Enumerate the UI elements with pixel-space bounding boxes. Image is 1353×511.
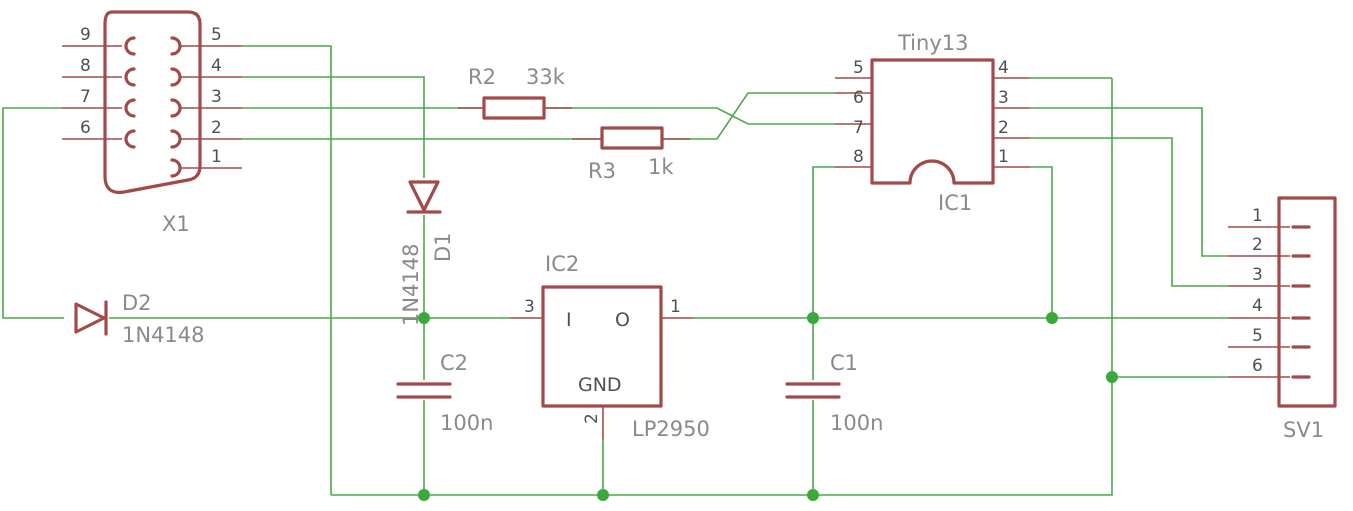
ic2-pin-number: 3	[524, 297, 535, 317]
x1-pin-number: 4	[211, 56, 222, 76]
capacitor-c1: C1 100n	[785, 351, 883, 435]
ic1-pin-number: 1	[998, 147, 1009, 167]
ic2-name: IC2	[545, 252, 579, 276]
ic2-input-label: I	[566, 309, 572, 331]
diode-d2: D2 1N4148	[74, 291, 205, 347]
r2-body	[482, 96, 546, 120]
wire-x1-pin4-d1	[242, 76, 425, 178]
d2-triangle	[74, 302, 106, 334]
x1-pin-number: 5	[211, 25, 222, 45]
resistor-r3: R3 1k	[572, 126, 690, 183]
x1-pin-number: 2	[211, 118, 222, 138]
junction-dot	[807, 489, 819, 501]
x1-pin-number: 7	[80, 87, 91, 107]
x1-socket	[124, 98, 136, 118]
ic1-body	[870, 58, 995, 185]
x1-pin-number: 1	[211, 147, 222, 167]
ic2-value: LP2950	[632, 417, 710, 441]
x1-pin-number: 9	[80, 25, 91, 45]
x1-pin-number: 8	[80, 56, 91, 76]
ic1-name: IC1	[938, 191, 972, 215]
ic2-pin-number: 2	[582, 413, 602, 424]
wires	[2, 45, 1228, 496]
ic2-output-label: O	[615, 309, 630, 331]
wire-ic1-pin1	[1030, 166, 1053, 318]
d1-name: D1	[431, 232, 455, 262]
sv1-pin-number: 1	[1252, 206, 1263, 226]
ic2-body	[541, 285, 663, 408]
sv1-pin-number: 4	[1252, 296, 1263, 316]
ic2-pin-number: 1	[670, 297, 681, 317]
connector-x1: 9 8 7 6 5 4 3 2 1 X1	[62, 10, 242, 236]
wire-x1-pin7-d2	[2, 107, 64, 319]
r3-body	[600, 126, 664, 150]
ic1-pin-number: 2	[998, 118, 1009, 138]
wire-ic1-pin2-sv1	[1030, 137, 1228, 287]
x1-socket	[170, 36, 182, 56]
header-sv1: 1 2 3 4 5 6 SV1	[1228, 196, 1337, 442]
x1-socket	[170, 129, 182, 149]
ic2-lp2950: I O GND 3 1 2 IC2 LP2950	[510, 252, 710, 441]
ic2-gnd-label: GND	[578, 374, 622, 396]
ic1-value: Tiny13	[897, 31, 968, 55]
junction-dot	[418, 312, 430, 324]
wire-r2-ic1-pin7	[545, 107, 835, 125]
junction-dot	[1106, 371, 1118, 383]
r2-value: 33k	[526, 65, 566, 89]
x1-socket	[124, 67, 136, 87]
c1-value: 100n	[830, 411, 883, 435]
ic1-pin-number: 7	[853, 118, 864, 138]
r3-value: 1k	[648, 155, 674, 179]
junction-dot	[1046, 312, 1058, 324]
sv1-pin-number: 6	[1252, 356, 1263, 376]
sv1-pin-number: 3	[1252, 265, 1263, 285]
x1-socket	[124, 36, 136, 56]
c2-value: 100n	[440, 411, 493, 435]
sv1-pin-number: 5	[1252, 326, 1263, 346]
ic1-pin-number: 6	[853, 88, 864, 108]
wire-ic1-pin8-vcc	[812, 166, 835, 318]
junction-dot	[807, 312, 819, 324]
sv1-name: SV1	[1283, 418, 1324, 442]
junctions	[418, 312, 1118, 501]
capacitor-c2: C2 100n	[396, 351, 493, 435]
sv1-body	[1277, 196, 1337, 408]
wire-ic1-pin3-sv1	[1030, 107, 1228, 257]
c1-name: C1	[830, 351, 858, 375]
r2-name: R2	[468, 65, 496, 89]
x1-pin-number: 6	[80, 118, 91, 138]
x1-socket	[170, 98, 182, 118]
junction-dot	[597, 489, 609, 501]
diode-d1: D1 1N4148	[399, 180, 455, 326]
d2-name: D2	[122, 291, 152, 315]
ic1-pin-number: 8	[853, 147, 864, 167]
sv1-pin-number: 2	[1252, 235, 1263, 255]
x1-name: X1	[162, 212, 190, 236]
c2-name: C2	[440, 351, 468, 375]
d1-value: 1N4148	[399, 243, 423, 326]
x1-body	[103, 10, 202, 195]
x1-socket	[170, 158, 182, 178]
r3-name: R3	[588, 159, 616, 183]
d1-triangle	[408, 180, 440, 212]
ic1-pin-number: 5	[853, 58, 864, 78]
wire-r3-ic1-pin6	[663, 92, 835, 140]
resistor-r2: R2 33k	[458, 65, 572, 120]
junction-dot	[418, 489, 430, 501]
x1-socket	[124, 129, 136, 149]
ic1-pin-number: 4	[998, 58, 1009, 78]
wire-x1-pin5-gnd	[242, 45, 332, 495]
x1-pin-number: 3	[211, 87, 222, 107]
d2-value: 1N4148	[122, 323, 205, 347]
wire-gnd-rail	[331, 78, 1113, 496]
ic1-pin-number: 3	[998, 88, 1009, 108]
x1-socket	[170, 67, 182, 87]
ic1-tiny13: 5 6 7 8 4 3 2 1 Tiny13 IC1	[835, 31, 1030, 215]
